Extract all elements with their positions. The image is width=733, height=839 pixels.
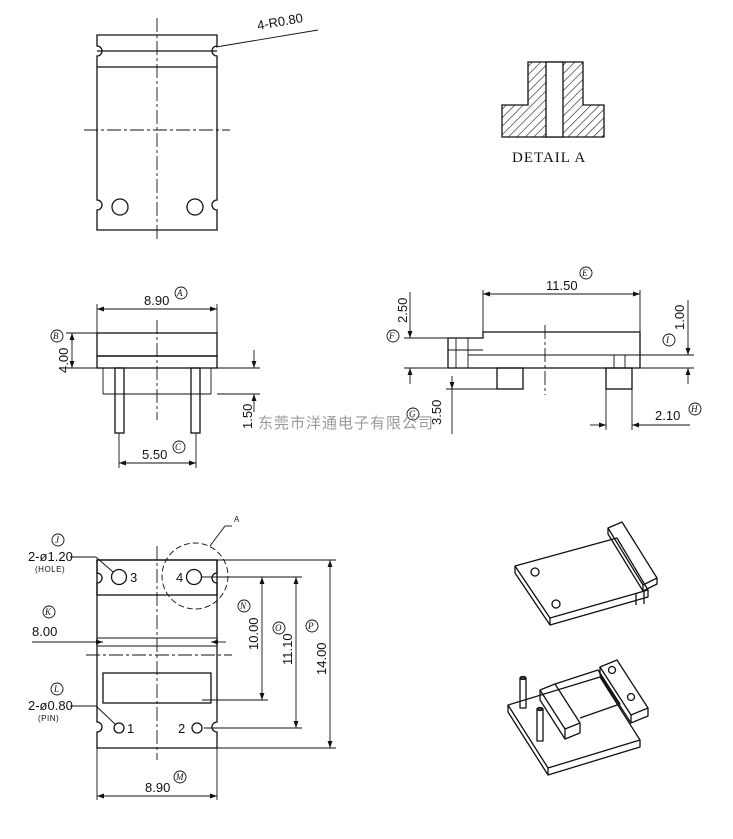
side-pin-length-value: 3.50 — [429, 400, 444, 425]
detail-a: DETAIL A — [501, 61, 605, 166]
dim-o-tag: O — [275, 623, 282, 633]
top-hole-right — [186, 198, 204, 216]
side-length-value: 11.50 — [546, 278, 578, 293]
side-height-value: 2.50 — [395, 298, 410, 323]
pin-label-1: 1 — [127, 721, 134, 736]
dim-p-value: 14.00 — [314, 642, 329, 675]
front-pitch-value: 5.50 — [142, 447, 167, 462]
pin-note-tag: L — [53, 684, 59, 694]
side-rail-value: 1.00 — [672, 305, 687, 330]
front-height-value: 4.00 — [56, 348, 71, 373]
pin-note: 2-ø0.80 — [28, 698, 73, 713]
side-offset-value: 2.10 — [655, 408, 680, 423]
front-width-tag: A — [176, 288, 183, 298]
detail-title: DETAIL A — [512, 150, 586, 166]
bottom-view: 3 4 1 2 A J 2-ø1.20 (HOLE) K 8.00 L 2-ø0… — [28, 515, 336, 800]
iso-view-top — [514, 521, 658, 626]
top-view: 4-R0.80 — [84, 10, 319, 240]
pin-label-3: 3 — [130, 570, 137, 585]
iso-view-bottom — [507, 659, 649, 776]
hole-note-tag: J — [55, 535, 60, 545]
front-height-tag: B — [53, 331, 59, 341]
front-pitch-tag: C — [175, 442, 182, 452]
side-view: 11.50 E 2.50 F 1.00 I 3.50 G 2.10 H — [386, 266, 702, 434]
pin-1 — [113, 722, 125, 734]
hole-sub: (HOLE) — [35, 565, 65, 574]
inner-width-value: 8.00 — [32, 624, 57, 639]
side-pin-length-tag: G — [409, 409, 416, 419]
radius-note: 4-R0.80 — [256, 10, 304, 33]
hole-4 — [185, 568, 203, 586]
pin-sub: (PIN) — [38, 714, 59, 723]
side-height-tag: F — [388, 331, 395, 341]
hole-3 — [110, 568, 128, 586]
pin-2 — [191, 722, 203, 734]
bottom-width-tag: M — [175, 772, 184, 782]
inner-width-tag: K — [44, 607, 52, 617]
watermark: 东莞市洋通电子有限公司 — [258, 414, 434, 432]
pin-label-4: 4 — [176, 570, 183, 585]
side-length-tag: E — [581, 268, 588, 278]
hole-note: 2-ø1.20 — [28, 549, 73, 564]
front-pin-length-value: 1.50 — [240, 404, 255, 429]
front-width-value: 8.90 — [144, 293, 169, 308]
dim-n-tag: N — [239, 601, 247, 611]
side-rail-tag: I — [665, 335, 670, 345]
pin-label-2: 2 — [178, 721, 185, 736]
side-offset-tag: H — [690, 404, 698, 414]
dim-o-value: 11.10 — [280, 633, 295, 665]
bottom-width-value: 8.90 — [145, 780, 170, 795]
dim-p-tag: P — [307, 621, 314, 631]
dim-n-value: 10.00 — [246, 617, 261, 650]
detail-callout: A — [234, 515, 240, 524]
front-view: 8.90 A 4.00 B 1.50 5.50 C — [50, 286, 260, 468]
top-hole-left — [111, 198, 129, 216]
